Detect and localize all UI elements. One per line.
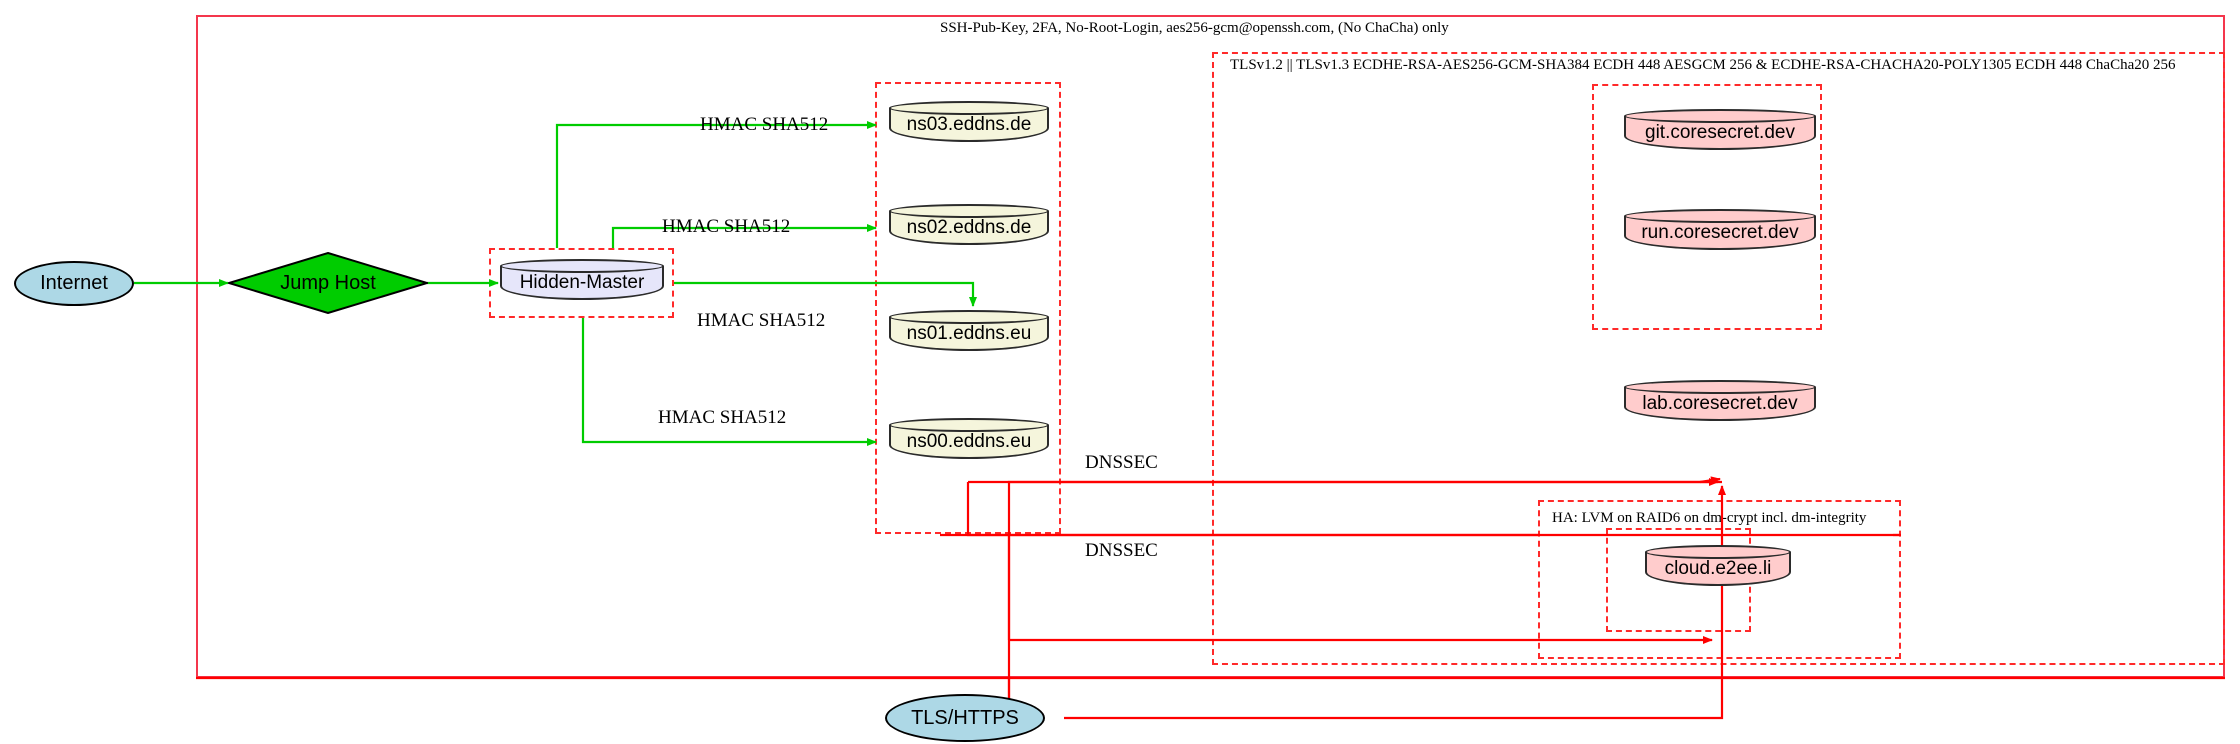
node-ns03-label: ns03.eddns.de bbox=[906, 114, 1032, 135]
cylinder-top bbox=[1645, 545, 1791, 559]
cylinder-body bbox=[500, 266, 664, 300]
cluster-tls-label: TLSv1.2 || TLSv1.3 ECDHE-RSA-AES256-GCM-… bbox=[1230, 57, 2176, 73]
node-lab-coresecret[interactable]: lab.coresecret.dev bbox=[1624, 380, 1816, 428]
edge-label-hmac-ns00: HMAC SHA512 bbox=[658, 407, 787, 428]
cylinder-top bbox=[1624, 109, 1816, 123]
cluster-coresecret bbox=[1592, 84, 1822, 330]
cylinder-top bbox=[889, 310, 1049, 324]
cylinder-top bbox=[889, 204, 1049, 218]
cluster-nameservers bbox=[875, 82, 1061, 534]
node-git-coresecret-label: git.coresecret.dev bbox=[1645, 122, 1795, 143]
edge-label-dnssec-upper: DNSSEC bbox=[1085, 452, 1158, 473]
node-run-coresecret[interactable]: run.coresecret.dev bbox=[1624, 209, 1816, 257]
node-cloud-e2ee[interactable]: cloud.e2ee.li bbox=[1645, 545, 1791, 593]
node-tls-https[interactable]: TLS/HTTPS bbox=[885, 694, 1045, 742]
node-git-coresecret[interactable]: git.coresecret.dev bbox=[1624, 109, 1816, 157]
node-run-coresecret-label: run.coresecret.dev bbox=[1641, 222, 1799, 243]
node-hidden-master-label: Hidden-Master bbox=[519, 272, 645, 293]
cylinder-top bbox=[889, 101, 1049, 115]
edge-label-hmac-ns01: HMAC SHA512 bbox=[697, 310, 826, 331]
node-ns00-label: ns00.eddns.eu bbox=[906, 431, 1032, 452]
node-ns01[interactable]: ns01.eddns.eu bbox=[889, 310, 1049, 358]
node-ns01-label: ns01.eddns.eu bbox=[906, 323, 1032, 344]
cylinder-top bbox=[889, 418, 1049, 432]
cylinder-body bbox=[889, 425, 1049, 459]
node-ns02[interactable]: ns02.eddns.de bbox=[889, 204, 1049, 252]
edge-label-hmac-ns03: HMAC SHA512 bbox=[700, 114, 829, 135]
cluster-outer-ssh-label: SSH-Pub-Key, 2FA, No-Root-Login, aes256-… bbox=[940, 20, 1449, 36]
node-cloud-e2ee-label: cloud.e2ee.li bbox=[1664, 558, 1772, 579]
cylinder-top bbox=[500, 259, 664, 273]
node-tls-https-label: TLS/HTTPS bbox=[911, 706, 1019, 729]
node-internet-label: Internet bbox=[40, 272, 108, 294]
node-internet[interactable]: Internet bbox=[14, 261, 134, 306]
node-ns02-label: ns02.eddns.de bbox=[906, 217, 1032, 238]
node-jump-host[interactable]: Jump Host bbox=[228, 252, 428, 314]
edge-label-hmac-ns02: HMAC SHA512 bbox=[662, 216, 791, 237]
cluster-ha-label: HA: LVM on RAID6 on dm-crypt incl. dm-in… bbox=[1552, 510, 1867, 526]
node-ns00[interactable]: ns00.eddns.eu bbox=[889, 418, 1049, 466]
node-hidden-master[interactable]: Hidden-Master bbox=[500, 259, 664, 307]
edge-label-dnssec-lower: DNSSEC bbox=[1085, 540, 1158, 561]
cylinder-top bbox=[1624, 380, 1816, 394]
cylinder-top bbox=[1624, 209, 1816, 223]
node-ns03[interactable]: ns03.eddns.de bbox=[889, 101, 1049, 149]
node-lab-coresecret-label: lab.coresecret.dev bbox=[1642, 393, 1798, 414]
